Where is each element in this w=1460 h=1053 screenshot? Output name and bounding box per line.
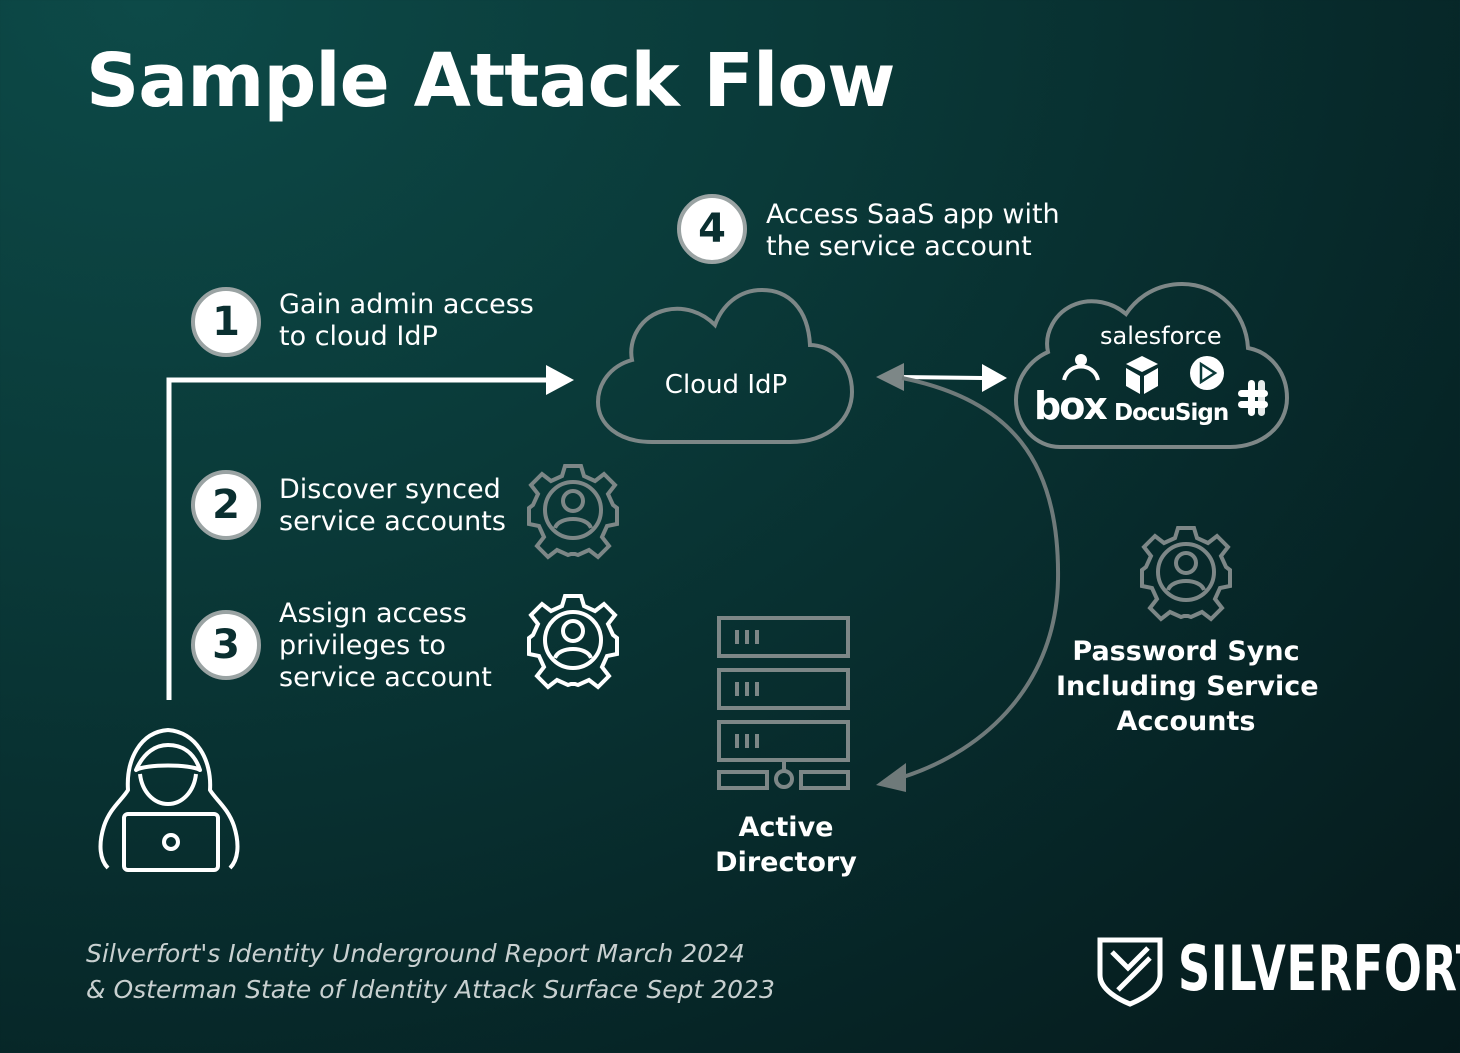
idp-saas-link [899, 375, 983, 380]
step-1-line-1: Gain admin access [279, 289, 534, 320]
silverfort-logo-icon [1097, 937, 1163, 1007]
hacker-icon [98, 728, 240, 872]
footer-line-1: Silverfort's Identity Underground Report… [86, 939, 745, 968]
cloud-idp-label: Cloud IdP [664, 370, 788, 400]
step-4-line-2: the service account [766, 231, 1032, 262]
step-2-text: Discover synced service accounts [279, 474, 506, 538]
step-3-badge: 3 [191, 610, 261, 680]
attack-path-arrow [166, 377, 548, 700]
saas-cloud-shape [1013, 281, 1290, 449]
dropbox-icon [1126, 356, 1158, 394]
password-sync-arrowhead [876, 763, 906, 792]
step-3-number: 3 [212, 622, 240, 668]
box-logo: box [1034, 384, 1108, 428]
password-sync-line-1: Password Sync [1072, 636, 1300, 667]
step-2-line-2: service accounts [279, 506, 506, 537]
docusign-logo: DocuSign [1114, 400, 1229, 426]
step-3-line-3: service account [279, 662, 492, 693]
server-stack-icon [717, 616, 850, 790]
step-2-line-1: Discover synced [279, 474, 501, 505]
workday-icon [1062, 354, 1100, 381]
attack-path-arrowhead [546, 365, 574, 395]
password-sync-curve [899, 376, 1061, 780]
silverfort-brand-name: SILVERFORT [1178, 932, 1460, 1005]
step-1-text: Gain admin access to cloud IdP [279, 289, 534, 353]
step-4-text: Access SaaS app with the service account [766, 199, 1060, 263]
step-1-line-2: to cloud IdP [279, 321, 438, 352]
password-sync-label: Password Sync Including Service Accounts [1056, 634, 1319, 739]
idp-saas-arrowhead-right [982, 364, 1007, 392]
play-icon [1190, 356, 1224, 390]
footer-line-2: & Osterman State of Identity Attack Surf… [86, 975, 775, 1004]
gear-user-icon-muted [527, 464, 619, 560]
step-4-line-1: Access SaaS app with [766, 199, 1060, 230]
step-1-number: 1 [212, 299, 240, 345]
step-3-line-2: privileges to [279, 630, 446, 661]
step-1-badge: 1 [191, 287, 261, 357]
step-4-number: 4 [698, 206, 726, 252]
salesforce-logo: salesforce [1100, 322, 1222, 350]
footer-source: Silverfort's Identity Underground Report… [86, 936, 775, 1008]
step-2-badge: 2 [191, 470, 261, 540]
active-directory-line-1: Active [738, 812, 834, 843]
active-directory-label: Active Directory [686, 810, 886, 880]
cloud-idp-shape [595, 287, 855, 444]
page-title: Sample Attack Flow [86, 38, 896, 124]
active-directory-line-2: Directory [715, 847, 857, 878]
password-sync-line-3: Accounts [1116, 706, 1256, 737]
gear-user-icon-sync [1140, 526, 1232, 622]
step-4-badge: 4 [677, 194, 747, 264]
step-2-number: 2 [212, 482, 240, 528]
step-3-line-1: Assign access [279, 598, 467, 629]
password-sync-line-2: Including Service [1056, 671, 1319, 702]
gear-user-icon [527, 594, 619, 690]
idp-saas-arrowhead-left [876, 363, 904, 391]
slack-icon [1238, 380, 1268, 416]
step-3-text: Assign access privileges to service acco… [279, 598, 492, 694]
